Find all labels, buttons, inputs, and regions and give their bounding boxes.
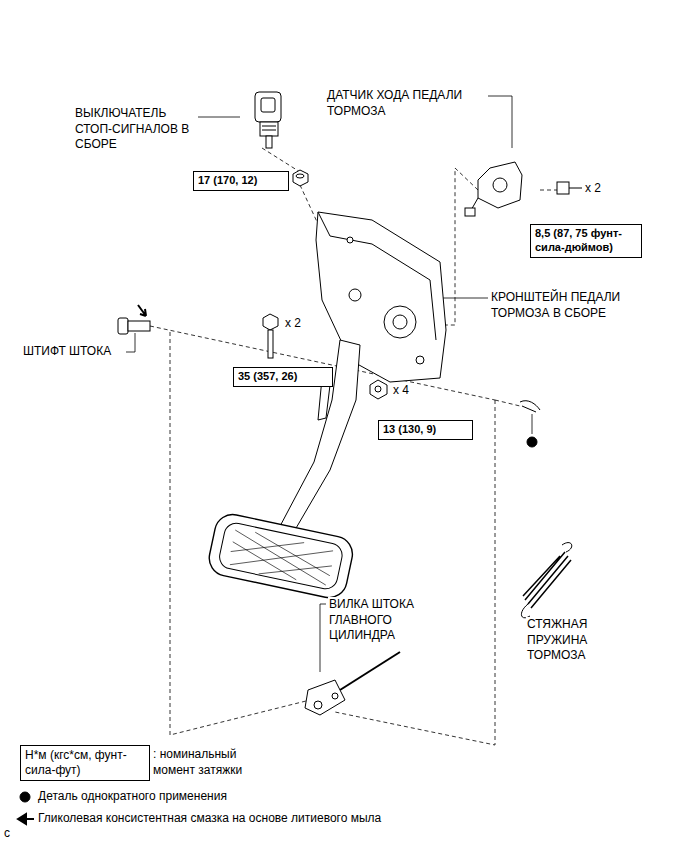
quantity: x 2	[284, 316, 302, 332]
bolt	[557, 182, 582, 194]
part-label: ВИЛКА ШТОКА ГЛАВНОГО ЦИЛИНДРА	[328, 597, 445, 644]
quantity: x 4	[392, 383, 410, 399]
stop-switch	[255, 92, 281, 148]
pedal-pad	[206, 511, 356, 601]
torque-value: 8,5 (87, 75 фунт-сила-дюймов)	[535, 227, 637, 255]
torque-box: 8,5 (87, 75 фунт-сила-дюймов)	[530, 224, 642, 258]
torque-value: 35 (357, 26)	[238, 370, 328, 384]
torque-value: 17 (170, 12)	[198, 174, 284, 188]
part-label: : номинальный момент затяжки	[152, 747, 259, 778]
torque-box: 13 (130, 9)	[378, 420, 473, 440]
legend-text: Деталь однократного применения	[38, 789, 227, 803]
bolt	[263, 314, 278, 358]
quantity: x 2	[584, 181, 602, 197]
pin	[118, 318, 150, 334]
torque-box: 17 (170, 12)	[193, 171, 289, 191]
legend-text: Гликолевая консистентная смазка на основ…	[38, 811, 381, 825]
dot-sample	[20, 792, 30, 802]
torque-value: Н*м (кгс*см, фунт-сила-фут)	[25, 748, 145, 778]
clevis	[305, 652, 400, 715]
part-label: СТЯЖНАЯ ПРУЖИНА ТОРМОЗА	[526, 617, 610, 664]
part-label: c	[3, 826, 11, 842]
spring	[521, 543, 571, 618]
arrow-sample	[18, 814, 34, 824]
pedal-bracket	[316, 212, 446, 382]
torque-box: Н*м (кгс*см, фунт-сила-фут)	[20, 745, 150, 781]
stroke-sensor	[465, 162, 522, 216]
torque-box: 35 (357, 26)	[233, 367, 333, 387]
part-label: КРОНШТЕЙН ПЕДАЛИ ТОРМОЗА В СБОРЕ	[490, 290, 674, 321]
torque-value: 13 (130, 9)	[383, 423, 468, 437]
part-label: ДАТЧИК ХОДА ПЕДАЛИ ТОРМОЗА	[326, 88, 488, 119]
part-label: ВЫКЛЮЧАТЕЛЬ СТОП-СИГНАЛОВ В СБОРЕ	[74, 106, 198, 153]
part-label: ШТИФТ ШТОКА	[22, 344, 112, 360]
